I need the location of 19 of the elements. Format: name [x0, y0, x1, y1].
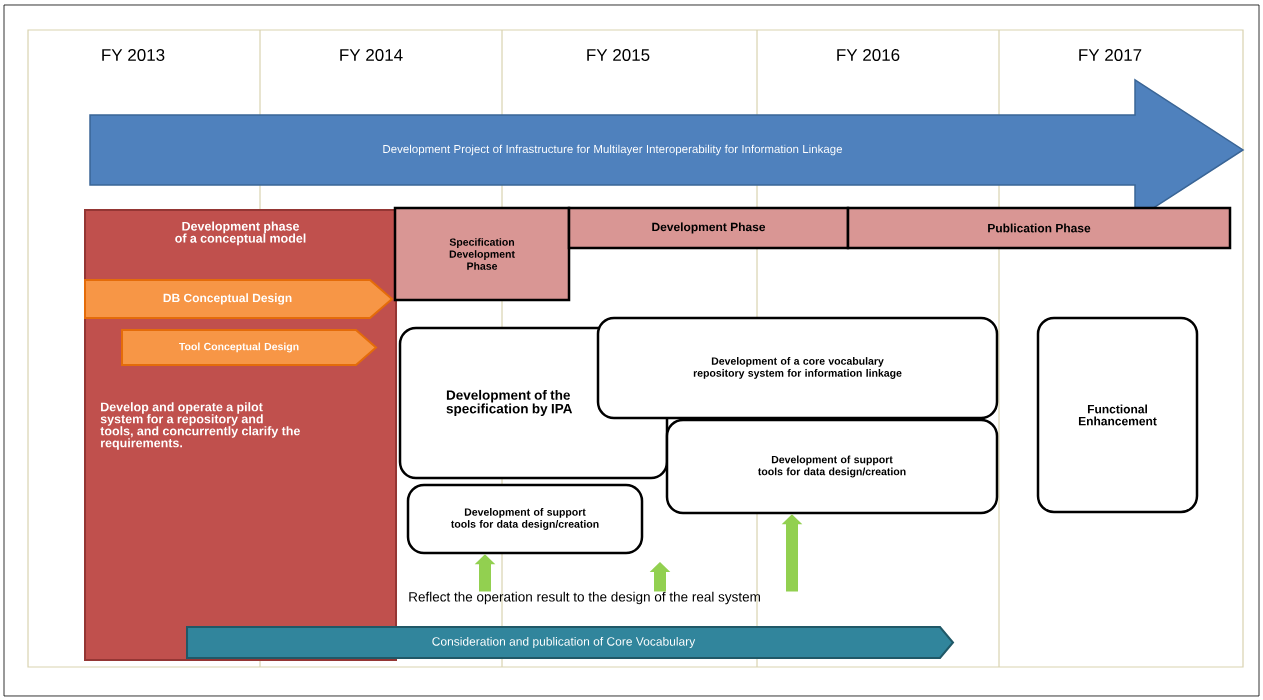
year-label: FY 2014	[340, 48, 403, 61]
arrow-banner: DB Conceptual Design	[84, 279, 394, 319]
year-label: FY 2015	[587, 48, 650, 61]
phase-box: Specification Development Phase	[393, 206, 571, 302]
arrow-banner: Development Project of Infrastructure for Multilayer Interoperability for Information Linkage	[89, 78, 1245, 222]
year-label: FY 2016	[837, 48, 900, 61]
process-box: Functional Enhancement	[1036, 316, 1199, 514]
note-text: Reflect the operation result to the design of the real system	[409, 591, 760, 605]
year-label: FY 2013	[102, 48, 165, 61]
panel-text: Develop and operate a pilot system for a repository and tools, and concurrently clarify the requirements.	[100, 402, 300, 450]
process-box: Development of a core vocabulary repository system for information linkage	[596, 316, 999, 420]
arrow-banner: Tool Conceptual Design	[121, 329, 378, 366]
process-box: Development of support tools for data design/creation	[406, 483, 644, 555]
year-label: FY 2017	[1079, 48, 1142, 61]
process-box: Development of support tools for data design/creation	[665, 418, 999, 515]
phase-box: Publication Phase	[846, 206, 1232, 250]
arrow-banner: Consideration and publication of Core Vocabulary	[186, 626, 955, 659]
phase-box: Development Phase	[567, 206, 850, 250]
panel-heading: Development phase of a conceptual model	[175, 221, 306, 246]
